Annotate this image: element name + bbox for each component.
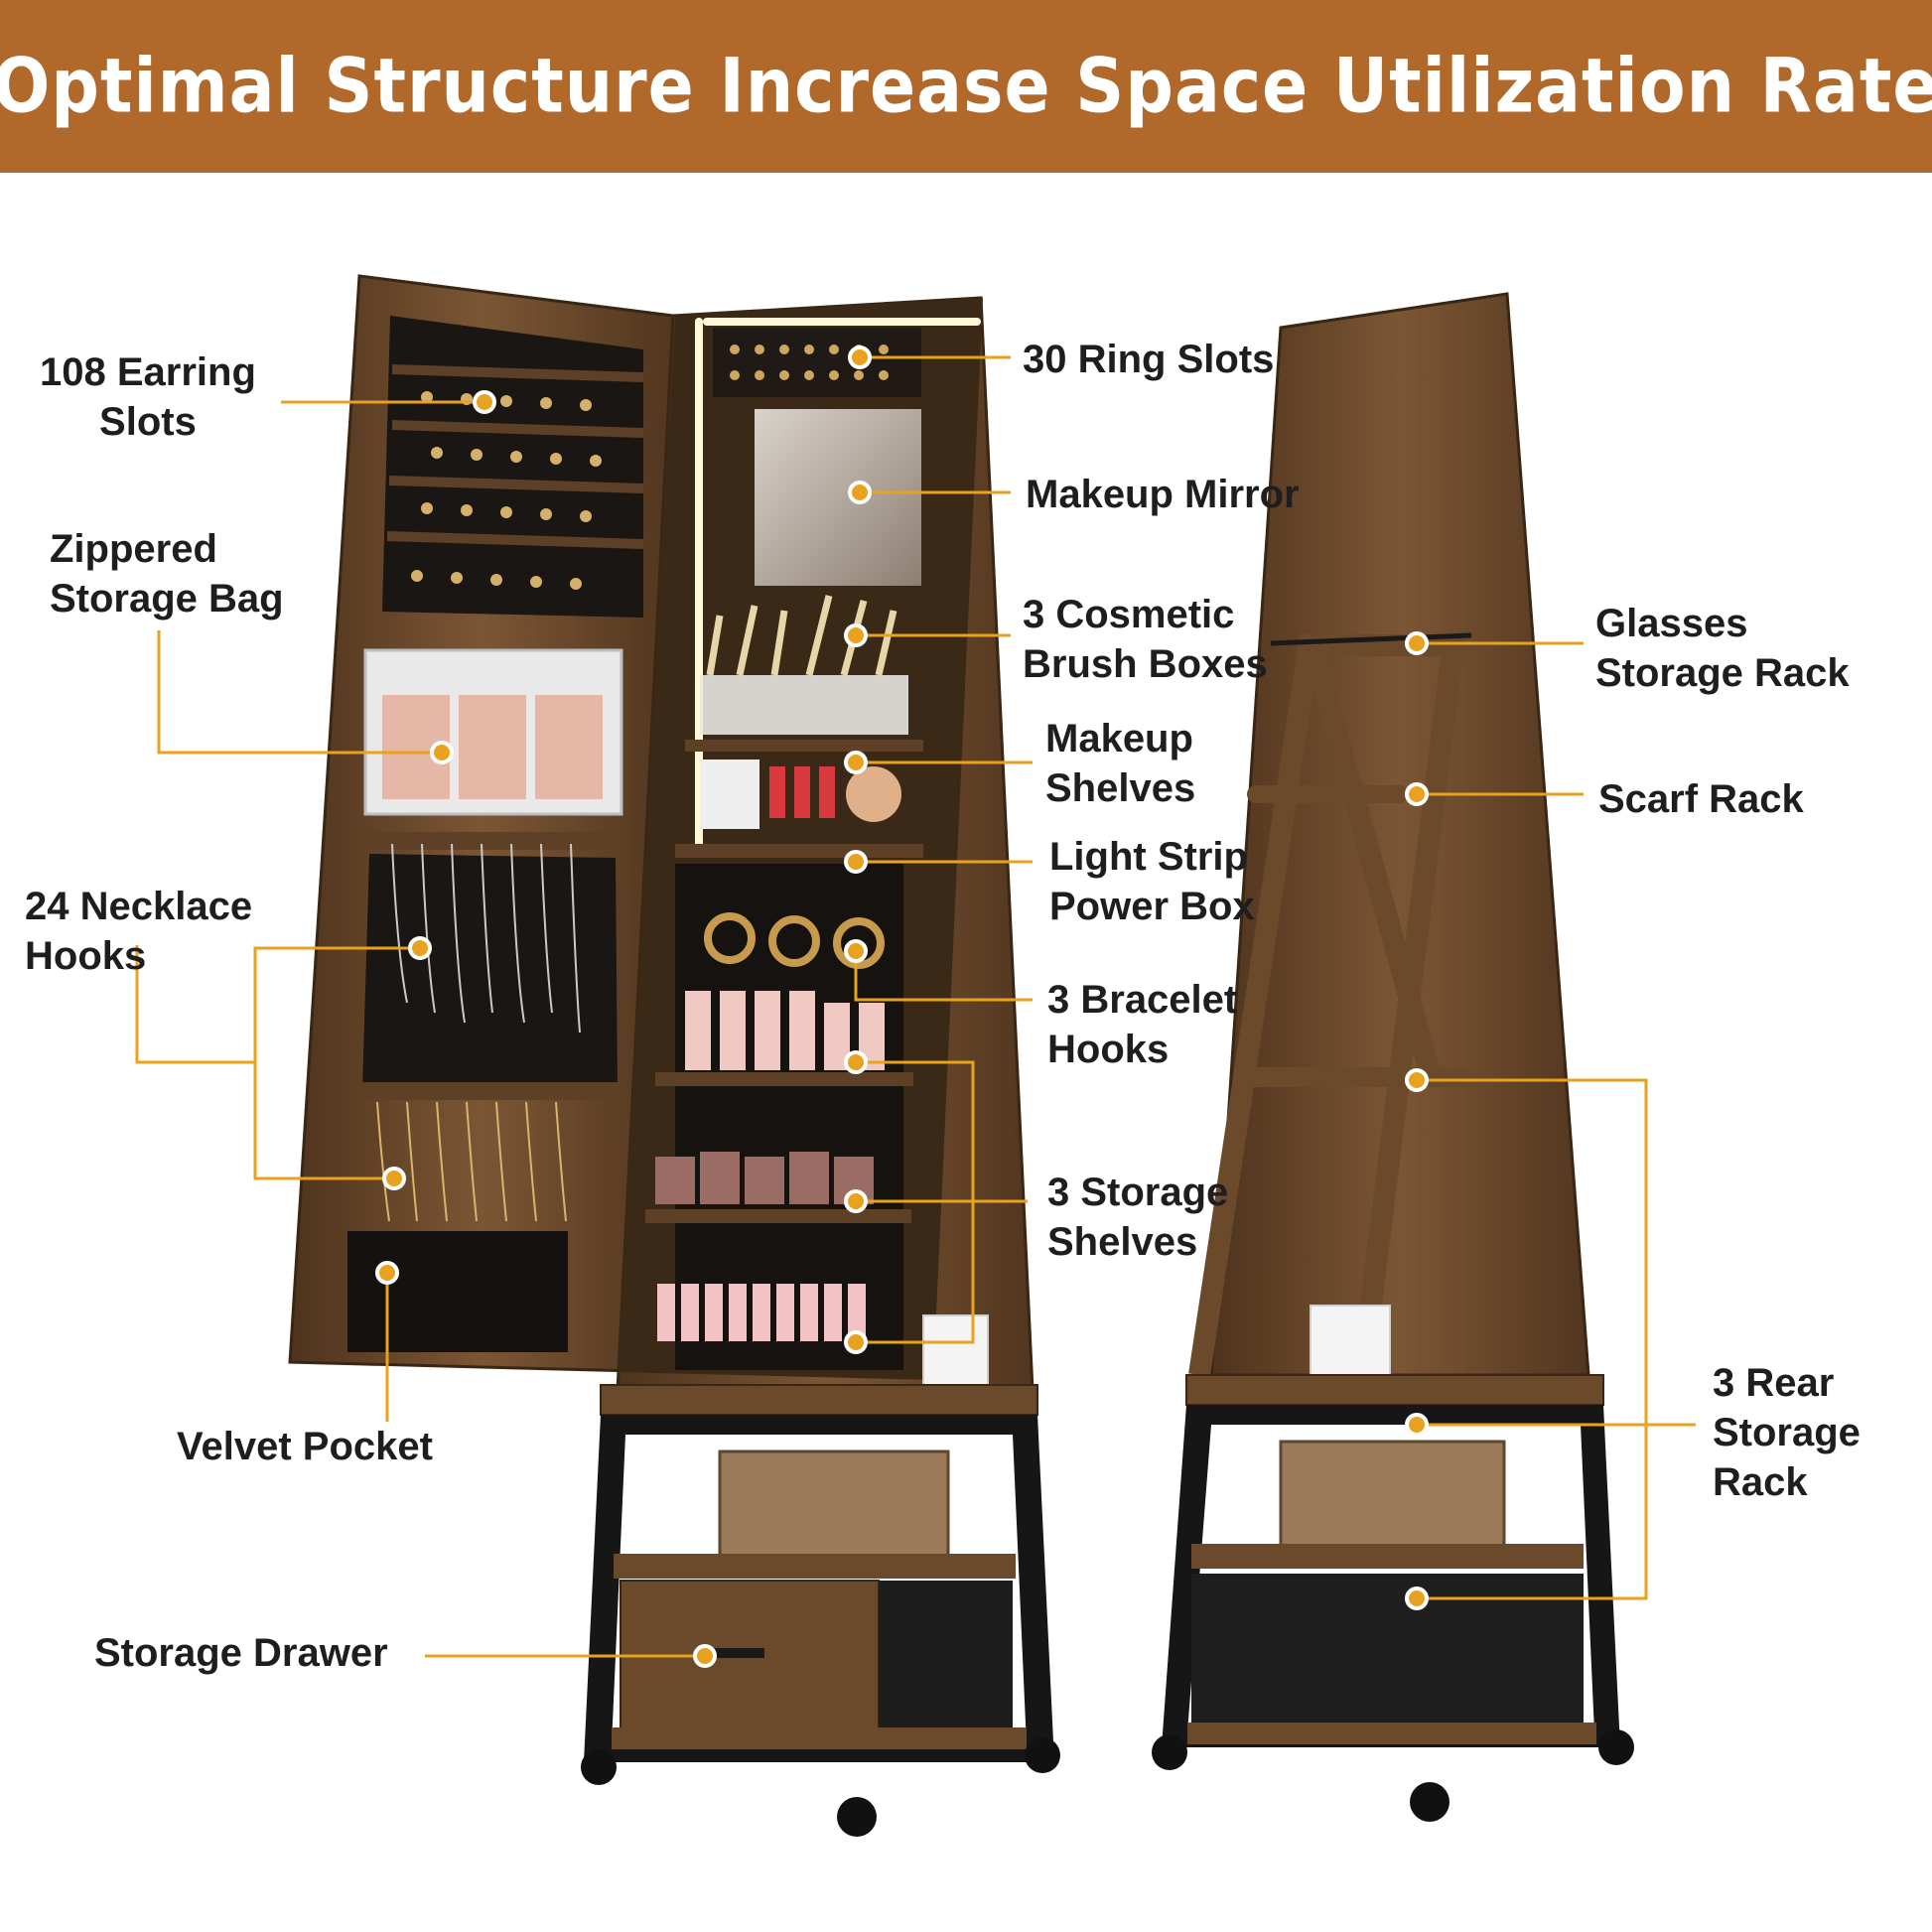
wicker-basket: [718, 1449, 950, 1568]
leader-dots: [375, 345, 1429, 1668]
label-zippered-storage-bag: Zippered Storage Bag: [50, 527, 284, 621]
rear-shelf-2: [1191, 1544, 1584, 1569]
rear-casters: [1152, 1729, 1634, 1822]
label-3-bracelet-hooks: 3 Bracelet Hooks: [1047, 978, 1238, 1071]
front-view-cabinet: [288, 274, 1060, 1837]
rear-bin: [1191, 1574, 1584, 1723]
label-30-ring-slots: 30 Ring Slots: [1023, 338, 1275, 381]
title-banner: Optimal Structure Increase Space Utiliza…: [0, 0, 1932, 173]
banner-title: Optimal Structure Increase Space Utiliza…: [0, 42, 1932, 131]
label-108-earring-slots: 108 Earring Slots: [40, 350, 256, 444]
rear-wicker-basket: [1279, 1440, 1506, 1548]
glasses-rack-bar: [1270, 632, 1472, 646]
label-3-rear-storage-rack: 3 Rear Storage Rack: [1713, 1361, 1861, 1504]
drawer-handle: [695, 1648, 764, 1658]
rear-ladder-frame: [1188, 633, 1465, 1377]
label-makeup-mirror: Makeup Mirror: [1026, 473, 1300, 516]
label-glasses-storage-rack: Glasses Storage Rack: [1595, 602, 1850, 695]
base-top: [600, 1384, 1038, 1416]
rear-view-cabinet: [1152, 292, 1634, 1822]
label-scarf-rack: Scarf Rack: [1598, 777, 1804, 821]
velvet-pocket-graphic: [347, 1231, 568, 1352]
label-light-strip-power-box: Light Strip Power Box: [1049, 835, 1255, 928]
rear-panel: [1209, 292, 1590, 1377]
rear-shelf-1: [1241, 1067, 1471, 1087]
label-velvet-pocket: Velvet Pocket: [177, 1425, 433, 1468]
label-3-storage-shelves: 3 Storage Shelves: [1047, 1171, 1229, 1264]
front-casters: [581, 1737, 1060, 1837]
necklace-panel: [362, 854, 618, 1092]
bracelets: [704, 912, 885, 969]
label-storage-drawer: Storage Drawer: [94, 1631, 388, 1675]
mirror-glass: [755, 409, 921, 586]
label-24-necklace-hooks: 24 Necklace Hooks: [25, 885, 253, 978]
necklaces: [391, 843, 581, 1034]
ring-box: [713, 328, 921, 397]
brush-box: [700, 675, 908, 735]
label-makeup-shelves: Makeup Shelves: [1045, 717, 1196, 810]
leader-lines: [135, 355, 1696, 1658]
label-3-cosmetic-brush-boxes: 3 Cosmetic Brush Boxes: [1023, 593, 1268, 686]
earring-bars: [386, 364, 644, 549]
